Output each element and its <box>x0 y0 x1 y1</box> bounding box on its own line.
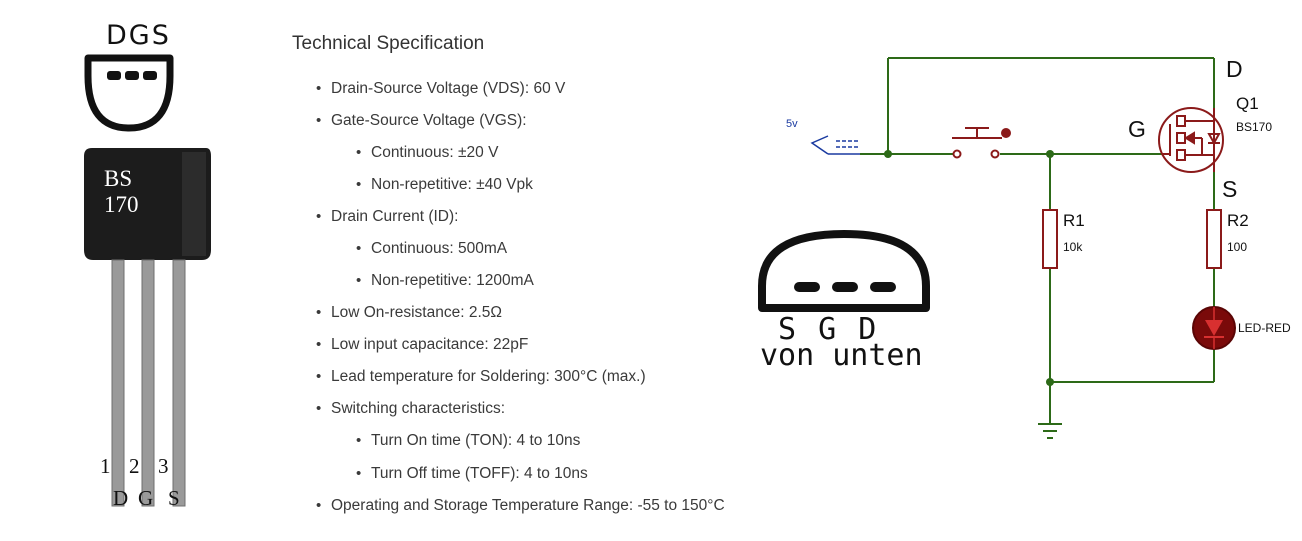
led-red <box>1192 306 1236 350</box>
package-body <box>84 148 211 260</box>
circuit-junctions <box>884 150 1054 386</box>
spec-item: Drain-Source Voltage (VDS): 60 V <box>316 80 565 98</box>
resistor-r1 <box>1042 209 1058 269</box>
pin-letter-d: D <box>113 486 129 510</box>
led-label: LED-RED <box>1238 321 1291 335</box>
spec-item: Low input capacitance: 22pF <box>316 336 528 354</box>
q1-ref: Q1 <box>1236 94 1259 113</box>
spec-item: Drain Current (ID): <box>316 208 459 226</box>
gate-label: G <box>1128 116 1146 142</box>
to92-package-drawing <box>84 54 211 507</box>
mosfet-q1 <box>1158 107 1224 173</box>
top-pin-labels: DGS <box>106 20 171 51</box>
bottom-view-caption: von unten <box>760 338 923 373</box>
pin-number-2: 2 <box>129 454 140 478</box>
pin-number-1: 1 <box>100 454 111 478</box>
pin-letter-g: G <box>138 486 154 510</box>
bottom-view-outline <box>758 230 930 312</box>
bottom-view-pins: S G D <box>778 312 879 347</box>
spec-item: Gate-Source Voltage (VGS): <box>316 112 527 130</box>
spec-subitem: Turn Off time (TOFF): 4 to 10ns <box>356 465 588 483</box>
source-label: S <box>1222 176 1238 202</box>
r2-ref: R2 <box>1227 211 1249 230</box>
spec-item: Switching characteristics: <box>316 400 505 418</box>
spec-subitem: Continuous: 500mA <box>356 240 507 258</box>
spec-subitem: Non-repetitive: ±40 Vpk <box>356 176 533 194</box>
spec-item: Low On-resistance: 2.5Ω <box>316 304 502 322</box>
top-view-outline <box>84 54 174 132</box>
package-label-line2: 170 <box>104 192 139 217</box>
push-button-switch <box>952 127 1011 159</box>
spec-title: Technical Specification <box>292 33 485 54</box>
spec-subitem: Non-repetitive: 1200mA <box>356 272 534 290</box>
supply-terminal <box>810 135 860 155</box>
resistor-r2 <box>1206 209 1222 269</box>
package-label-line1: BS <box>104 166 133 191</box>
spec-subitem: Turn On time (TON): 4 to 10ns <box>356 432 580 450</box>
r1-ref: R1 <box>1063 211 1085 230</box>
supply-label: 5v <box>786 118 798 130</box>
r2-value: 100 <box>1227 240 1248 254</box>
pin-number-3: 3 <box>158 454 169 478</box>
spec-item: Lead temperature for Soldering: 300°C (m… <box>316 368 646 386</box>
pin-letter-s: S <box>168 486 180 510</box>
spec-subitem: Continuous: ±20 V <box>356 144 498 162</box>
drain-label: D <box>1226 56 1243 82</box>
circuit-wires <box>860 57 1215 439</box>
q1-part: BS170 <box>1236 120 1273 134</box>
r1-value: 10k <box>1063 240 1083 254</box>
spec-item: Operating and Storage Temperature Range:… <box>316 497 725 515</box>
package-leads <box>111 259 186 507</box>
